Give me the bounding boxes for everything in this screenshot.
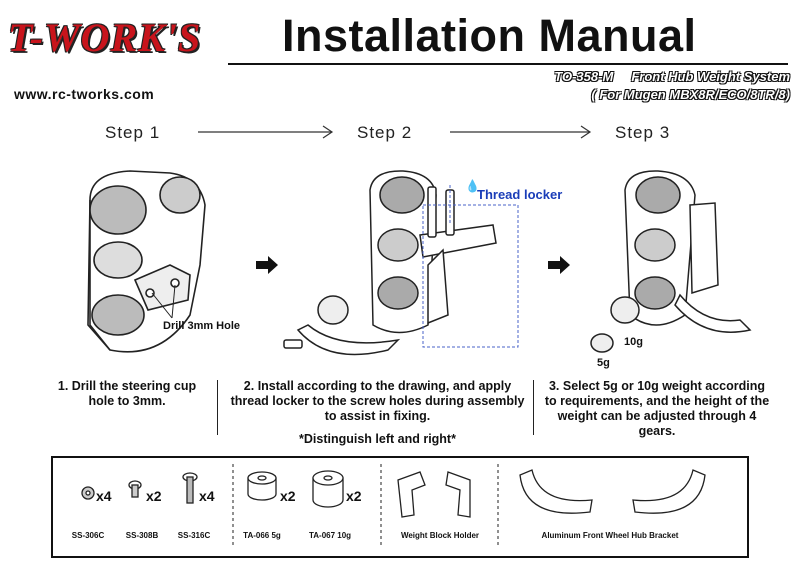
part-1-qty: x4 xyxy=(96,488,112,504)
step-3-label: Step 3 xyxy=(615,123,671,142)
parts-list-box xyxy=(51,456,749,558)
page-title: Installation Manual xyxy=(282,10,697,61)
step-1-label: Step 1 xyxy=(105,123,161,142)
assembly-drawing xyxy=(283,170,519,356)
product-subtitle: TO-358-M Front Hub Weight System ( For M… xyxy=(490,68,790,104)
step-2-label: Step 2 xyxy=(357,123,413,142)
part-2-code: SS-308B xyxy=(125,531,159,540)
distinguish-note: *Distinguish left and right* xyxy=(299,432,456,446)
part-7-code: Aluminum Front Wheel Hub Bracket xyxy=(541,531,679,540)
product-name: Front Hub Weight System xyxy=(631,69,790,84)
brand-logo: T-WORK'S xyxy=(8,14,223,64)
thread-locker-callout: Thread locker xyxy=(477,187,563,202)
part-6-code: Weight Block Holder xyxy=(400,531,480,540)
part-3-qty: x4 xyxy=(199,488,215,504)
part-5-qty: x2 xyxy=(346,488,362,504)
logo-text: T-WORK'S xyxy=(8,15,202,60)
weight-5g-label: 5g xyxy=(597,357,610,369)
step-2-caption: 2. Install according to the drawing, and… xyxy=(230,379,525,423)
website-url: www.rc-tworks.com xyxy=(14,86,155,102)
title-rule xyxy=(228,63,788,65)
droplet-icon: 💧 xyxy=(465,179,480,193)
part-4-code: TA-066 5g xyxy=(243,531,281,540)
part-4-qty: x2 xyxy=(280,488,296,504)
part-3-code: SS-316C xyxy=(177,531,211,540)
part-2-qty: x2 xyxy=(146,488,162,504)
weight-10g-label: 10g xyxy=(624,336,643,348)
drill-callout: Drill 3mm Hole xyxy=(163,320,241,332)
step-3-caption: 3. Select 5g or 10g weight according to … xyxy=(544,379,770,438)
step-1-caption: 1. Drill the steering cup hole to 3mm. xyxy=(57,379,197,408)
part-1-code: SS-306C xyxy=(71,531,105,540)
part-5-code: TA-067 10g xyxy=(308,531,352,540)
steering-cup-drawing xyxy=(87,170,206,353)
compatibility: ( For Mugen MBX8R/ECO/8TR/8) xyxy=(591,87,790,102)
product-code: TO-358-M xyxy=(554,69,614,84)
finished-assembly-drawing xyxy=(590,170,752,353)
divider-2 xyxy=(533,380,534,435)
divider-1 xyxy=(217,380,218,435)
